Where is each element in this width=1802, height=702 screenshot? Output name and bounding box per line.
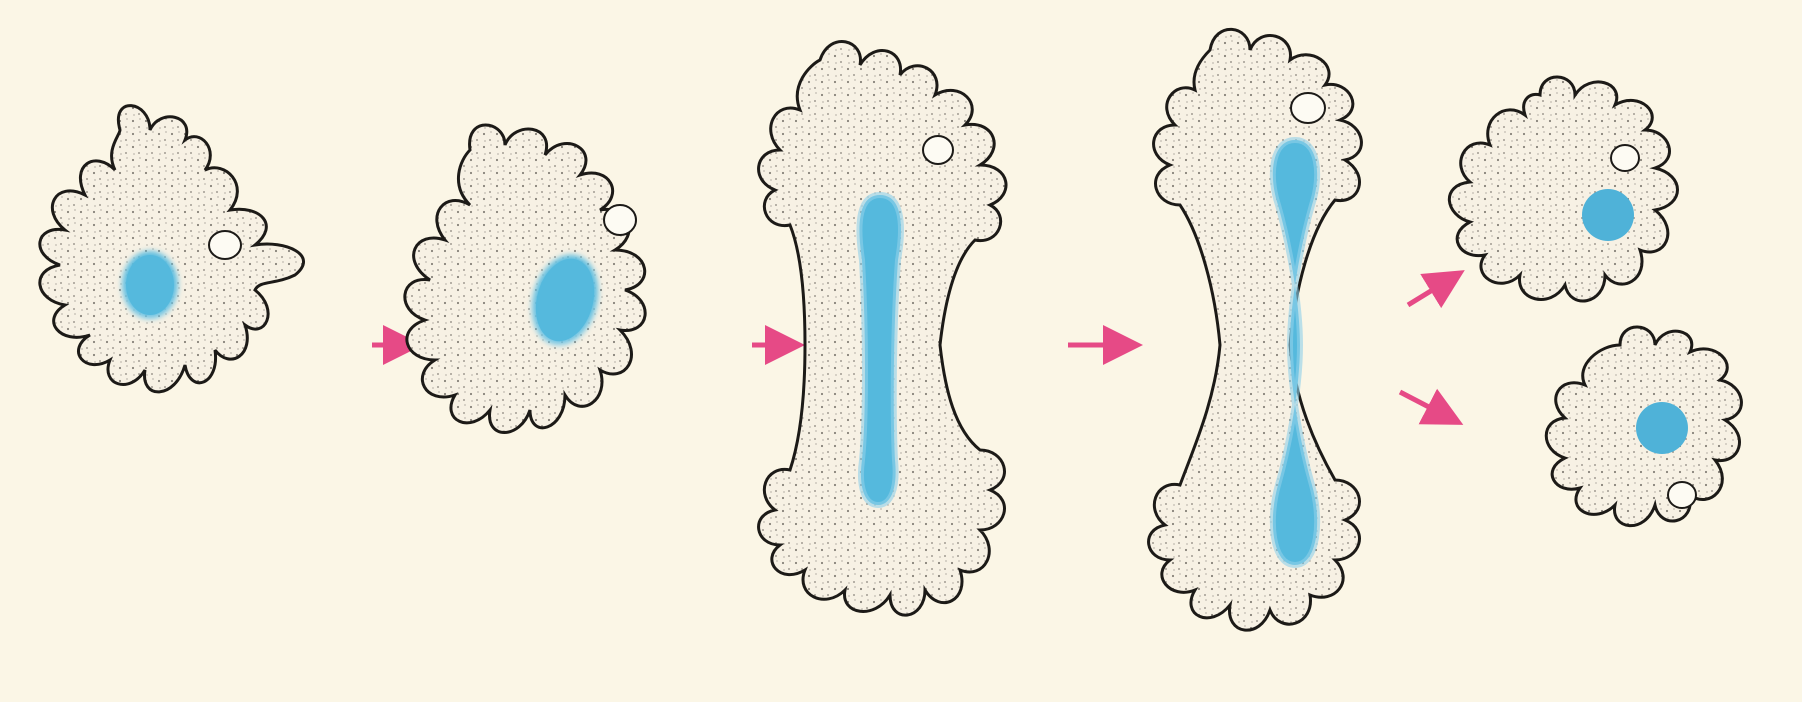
- nucleus: [1636, 402, 1688, 454]
- amoeba-daughter-bottom: [1546, 327, 1741, 526]
- arrow-4: [1408, 278, 1452, 305]
- vacuole: [604, 205, 636, 235]
- vacuole: [1611, 145, 1639, 171]
- amoeba-daughter-top: [1449, 77, 1677, 301]
- amoeba-stage-4: [1149, 29, 1362, 630]
- vacuole: [1291, 93, 1325, 123]
- vacuole: [209, 231, 241, 259]
- amoeba-stage-3: [759, 41, 1006, 615]
- amoeba-stage-1: [40, 106, 304, 392]
- amoeba-stage-2: [405, 125, 645, 433]
- arrow-5: [1400, 392, 1450, 418]
- vacuole: [1668, 482, 1696, 508]
- vacuole: [923, 136, 953, 164]
- nucleus: [1582, 189, 1634, 241]
- nucleus: [859, 195, 901, 505]
